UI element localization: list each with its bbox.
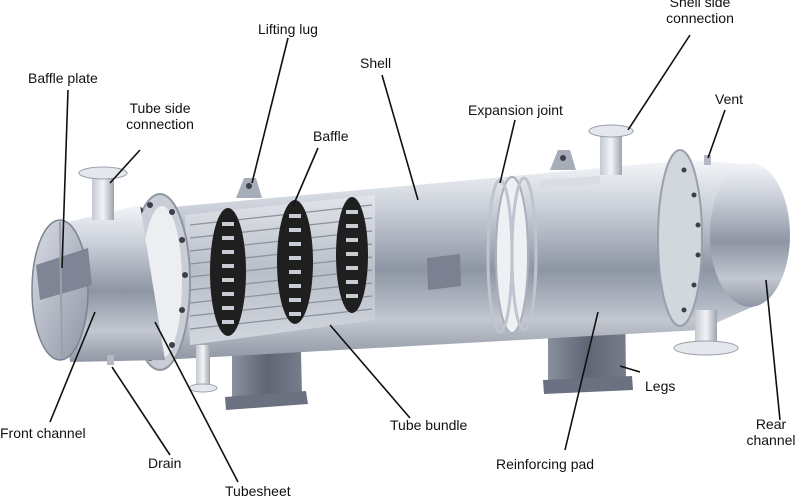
baffle-2: [277, 200, 313, 324]
label-baffle: Baffle: [313, 128, 349, 144]
tube-bundle: [185, 195, 375, 345]
lifting-lugs: [236, 150, 576, 198]
shell-top-plate: [540, 176, 600, 188]
rear-channel-head: [710, 163, 790, 307]
leader-vent: [707, 109, 726, 159]
leader-baffle-plate: [61, 89, 69, 269]
leader-rear-channel: [765, 279, 781, 421]
label-tube-bundle: Tube bundle: [390, 417, 468, 433]
tube-holes: [222, 210, 358, 324]
drain: [107, 355, 114, 365]
label-expansion-joint: Expansion joint: [468, 102, 563, 118]
label-shell-side-line1: Shell side: [669, 0, 731, 10]
label-reinforcing-pad: Reinforcing pad: [496, 456, 595, 472]
label-rear-line1: Rear: [755, 416, 787, 432]
label-baffle-plate: Baffle plate: [28, 70, 98, 86]
leader-tube-bundle: [329, 324, 411, 419]
bottom-nozzle: [673, 310, 739, 356]
tube-side-connection: [78, 166, 128, 220]
leader-drain: [111, 366, 171, 456]
label-drain: Drain: [148, 455, 182, 471]
label-shell: Shell: [360, 55, 392, 71]
label-front-channel: Front channel: [0, 425, 86, 441]
shell-side-connection: [588, 124, 634, 175]
label-legs: Legs: [645, 378, 676, 394]
label-tube-side-line1: Tube side: [129, 100, 191, 116]
leader-expansion: [499, 119, 516, 184]
leader-front-channel: [49, 311, 96, 423]
leader-legs: [619, 365, 641, 373]
label-tube-side-connection: Tube side connection: [120, 100, 200, 132]
label-vent: Vent: [715, 91, 744, 107]
rear-flange: [657, 149, 703, 327]
baffle-1: [210, 208, 246, 336]
leader-lines: [49, 34, 781, 483]
leader-lifting-lug: [251, 37, 289, 184]
label-rear-channel: Rear channel: [742, 416, 800, 448]
leader-shell: [381, 74, 419, 201]
label-shell-side-line2: connection: [666, 10, 734, 26]
leader-shell-side: [627, 34, 691, 131]
label-rear-line2: channel: [746, 432, 796, 448]
leader-baffle: [292, 147, 319, 207]
leader-reinforcing-pad: [564, 311, 599, 451]
shell-nameplate: [427, 254, 461, 290]
right-leg-base: [543, 376, 633, 394]
baffle-plate: [36, 248, 92, 300]
front-channel: [31, 205, 165, 362]
label-tubesheet: Tubesheet: [225, 483, 291, 499]
left-leg-base: [225, 391, 308, 410]
leader-tube-side: [109, 149, 141, 184]
vent: [704, 155, 711, 165]
label-shell-side-connection: Shell side connection: [650, 0, 750, 26]
label-tube-side-line2: connection: [126, 116, 194, 132]
leader-tubesheet: [154, 321, 239, 483]
front-bottom-nozzle: [188, 345, 218, 393]
label-lifting-lug: Lifting lug: [258, 21, 318, 37]
